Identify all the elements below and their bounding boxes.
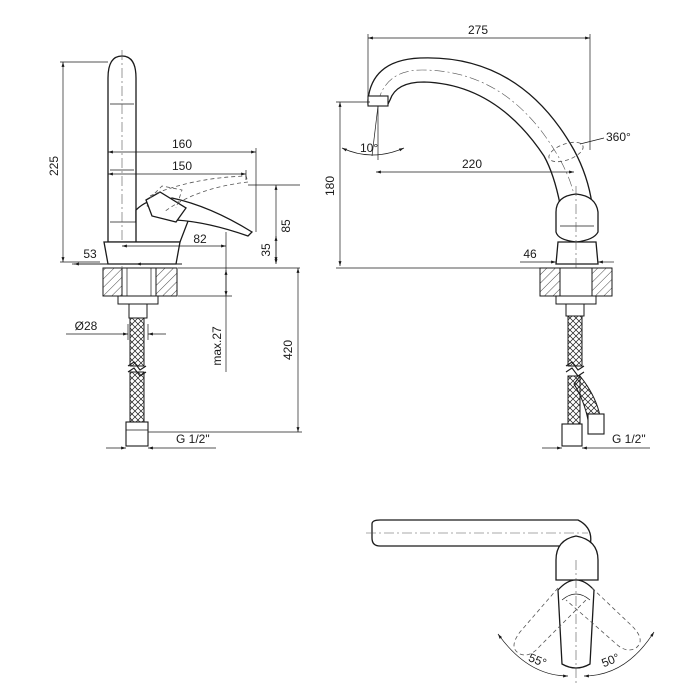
hose-fitting-left [125, 421, 149, 447]
dim-side-height: 225 [47, 156, 61, 176]
dim-hole-diameter: Ø28 [75, 319, 98, 333]
dim-spout-reach-total: 275 [468, 23, 488, 37]
handle-lever-raised [149, 175, 249, 213]
dim-handle-length: 82 [193, 232, 207, 246]
mount-nut-left [117, 295, 159, 305]
mount-nut-right [555, 295, 597, 305]
mount-shank-right [559, 267, 593, 299]
hose-lower-left [129, 371, 145, 423]
hose-fitting-right [561, 423, 583, 447]
dim-thread-left: G 1/2" [176, 432, 210, 446]
mixer-body-front [555, 193, 599, 243]
dim-spout-reach-axis: 220 [462, 157, 482, 171]
dim-spout-height: 180 [323, 176, 337, 196]
dim-spout-tilt: 10° [360, 141, 378, 155]
swivel-ring-front [548, 141, 584, 163]
spout-arc-front [367, 57, 593, 205]
front-view: 275 360° 10° 220 180 46 G 1/2" [323, 23, 650, 450]
dim-side-reach-outer: 160 [172, 137, 192, 151]
base-front [555, 241, 599, 265]
body-cap-top-view [555, 535, 599, 581]
aerator-front [367, 95, 389, 107]
dim-base-height: 35 [259, 243, 273, 257]
hose-fitting-right-2 [587, 413, 605, 435]
handle-cap-side [145, 191, 187, 223]
shank-lower-left [128, 303, 148, 319]
dim-spout-rotation: 360° [606, 130, 631, 144]
mount-shank-left [121, 267, 157, 299]
base-side [103, 241, 181, 265]
dim-handle-angle-left: 55° [526, 650, 548, 670]
dim-side-reach-inner: 150 [172, 159, 192, 173]
dim-hose-length: 420 [281, 340, 295, 360]
hose-upper-right [567, 315, 583, 367]
dim-base-offset: 53 [83, 247, 97, 261]
dim-handle-angle-right: 50° [599, 650, 621, 670]
hose-upper-left [129, 317, 145, 367]
dim-handle-rise: 85 [279, 219, 293, 233]
dim-front-base-width: 46 [523, 247, 537, 261]
top-view: 55° 50° [366, 519, 655, 686]
side-view: 225 160 150 82 53 85 35 Ø28 [47, 50, 302, 450]
dim-max-counter: max.27 [210, 326, 224, 366]
dim-thread-right: G 1/2" [612, 432, 646, 446]
